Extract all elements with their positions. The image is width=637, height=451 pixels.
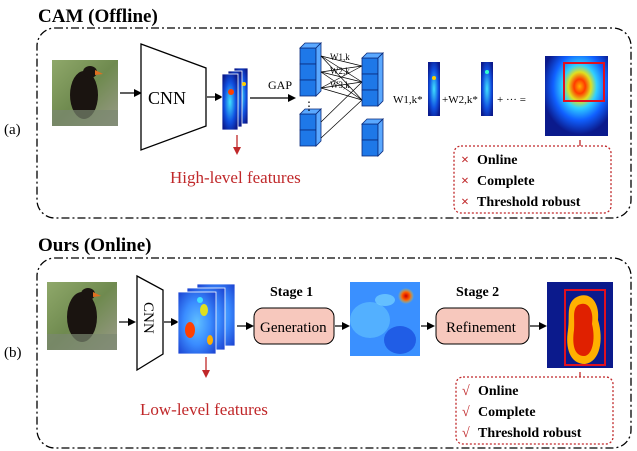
- cam-bounding-box: [563, 62, 605, 102]
- generation-box: [253, 307, 335, 345]
- formula-term-2: +W2,k*: [442, 94, 478, 106]
- high-level-feature-maps: [221, 67, 249, 131]
- properties-list-b: √ Online √ Complete √ Threshold robust: [462, 384, 582, 441]
- panel-b-label: (b): [4, 345, 22, 361]
- fc-connections: [320, 55, 363, 139]
- refinement-box-label: Refinement: [446, 320, 517, 336]
- generation-box-label: Generation: [260, 320, 327, 336]
- low-level-feature-maps: [177, 283, 236, 355]
- properties-box-a: [453, 145, 612, 214]
- property-text-b-1: Online: [478, 384, 518, 399]
- formula-tail: + ··· =: [497, 94, 526, 106]
- intermediate-localization-map: [350, 282, 420, 356]
- property-text-b-2: Complete: [478, 405, 536, 420]
- properties-list-a: × Online × Complete × Threshold robust: [461, 153, 581, 210]
- cnn-label-a: CNN: [148, 88, 186, 108]
- property-mark-b-1: √: [462, 384, 470, 399]
- cam-heatmap: [545, 56, 608, 136]
- property-mark-a-3: ×: [461, 195, 469, 210]
- property-text-b-3: Threshold robust: [478, 426, 582, 441]
- cnn-label-b: CNN: [140, 302, 156, 334]
- formula-term-1: W1,k*: [393, 94, 423, 106]
- refinement-box: [435, 307, 530, 345]
- property-text-a-3: Threshold robust: [477, 195, 581, 210]
- bird-image-a: [52, 60, 118, 126]
- high-level-features-label: High-level features: [170, 168, 301, 187]
- svg-text:⋮: ⋮: [303, 99, 315, 113]
- property-mark-b-2: √: [462, 405, 470, 420]
- property-mark-a-2: ×: [461, 174, 469, 189]
- feature-map-2: [481, 62, 493, 116]
- cnn-block-b: [136, 274, 164, 372]
- panel-a-frame: [36, 27, 632, 219]
- property-text-a-1: Online: [477, 153, 517, 168]
- cnn-block-a: [140, 43, 207, 151]
- stage1-label: Stage 1: [270, 285, 313, 300]
- feature-map-1: [428, 62, 440, 116]
- properties-box-b: [455, 376, 614, 445]
- panel-b-title: Ours (Online): [38, 235, 151, 256]
- gap-label: GAP: [268, 78, 292, 92]
- stage2-label: Stage 2: [456, 285, 499, 300]
- property-text-a-2: Complete: [477, 174, 535, 189]
- property-mark-b-3: √: [462, 426, 470, 441]
- property-mark-a-1: ×: [461, 153, 469, 168]
- weight-label-1: W1,k: [330, 52, 350, 62]
- panel-b-frame: [36, 257, 632, 449]
- gap-vector-cubes: ⋮: [299, 42, 322, 147]
- weight-label-2: W2,k: [330, 66, 350, 76]
- panel-a-label: (a): [4, 122, 21, 138]
- result-heatmap: [547, 282, 613, 368]
- panel-a-title: CAM (Offline): [38, 6, 158, 27]
- low-level-features-label: Low-level features: [140, 400, 268, 419]
- class-score-cubes: [361, 52, 384, 157]
- weight-label-3: W3,k: [330, 80, 350, 90]
- result-bounding-box: [564, 289, 606, 366]
- bird-image-b: [47, 282, 117, 350]
